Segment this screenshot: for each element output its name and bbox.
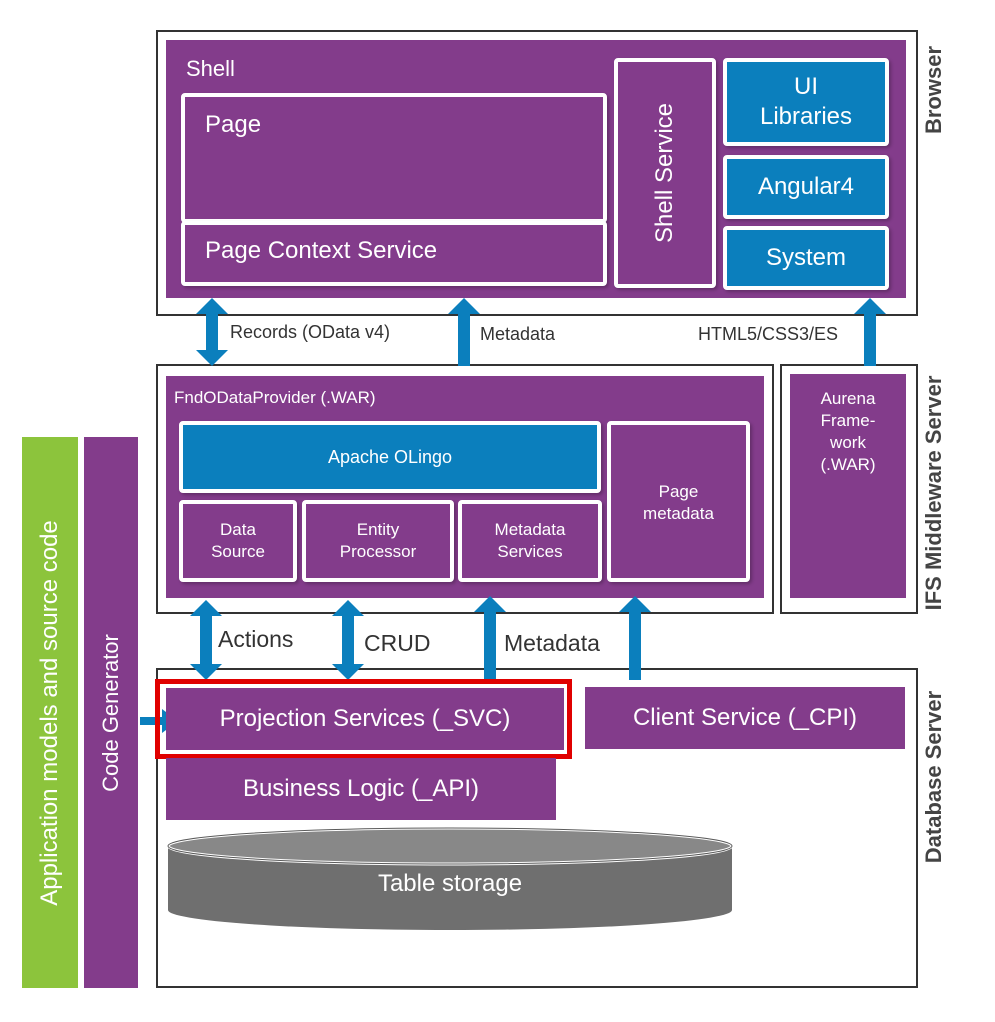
shell-service-box: Shell Service [614,58,716,288]
ui-libraries-box: UI Libraries [723,58,889,146]
metadata-bottom-arrow [474,596,506,680]
table-storage-cylinder [166,826,734,930]
business-logic-box: Business Logic (_API) [166,758,556,820]
tier-label-database: Database Server [921,690,946,864]
html5-arrow [854,298,886,366]
records-arrow [196,298,228,366]
metadata-bottom-label: Metadata [504,630,600,656]
projection-highlight [155,679,572,759]
shell-title: Shell [186,56,235,81]
tier-label-browser: Browser [921,45,946,135]
metadata-top-label: Metadata [480,324,556,344]
app-models-bar: Application models and source code [22,437,78,988]
tier-label-middleware: IFS Middleware Server [921,375,946,610]
html5-label: HTML5/CSS3/ES [698,324,839,344]
table-storage-label: Table storage [377,870,523,897]
crud-arrow [332,600,364,680]
page-context-service-box: Page Context Service [181,221,607,286]
page-label: Page [205,111,262,138]
metadata-top-arrow [448,298,480,366]
page-box: Page [181,93,607,223]
apache-olingo-box: Apache OLingo [179,421,601,493]
entity-processor-box: Entity Processor [302,500,454,582]
projection-services-box: Projection Services (_SVC) [166,688,564,750]
page-metadata-arrow [619,596,651,680]
actions-label: Actions [218,626,294,652]
metadata-services-box: Metadata Services [458,500,602,582]
client-service-box: Client Service (_CPI) [585,687,905,749]
records-label: Records (OData v4) [230,322,391,342]
crud-label: CRUD [364,630,431,656]
aurena-box: Aurena Frame- work (.WAR) [790,374,906,598]
system-box: System [723,226,889,290]
page-context-service-label: Page Context Service [205,237,438,264]
provider-title: FndODataProvider (.WAR) [174,388,376,407]
angular4-box: Angular4 [723,155,889,219]
data-source-box: Data Source [179,500,297,582]
actions-arrow [190,600,222,680]
page-metadata-box: Page metadata [607,421,750,582]
code-generator-bar: Code Generator [84,437,138,988]
